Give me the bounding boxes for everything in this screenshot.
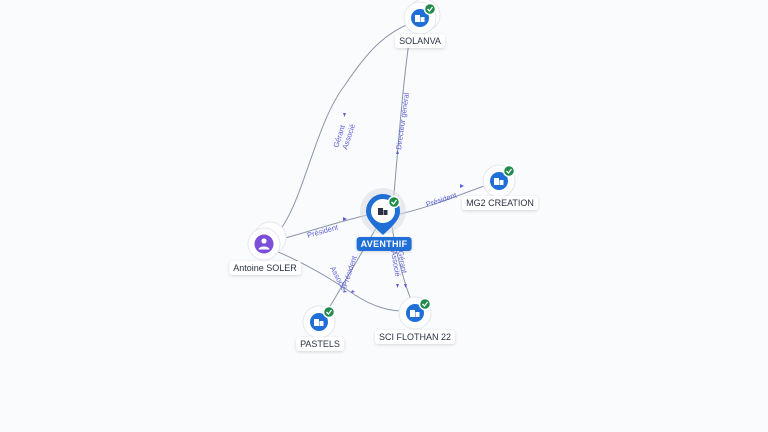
edges bbox=[263, 19, 497, 321]
edge-label-center-mg2: Président bbox=[425, 190, 459, 209]
edge-label-center-sci-2: Associé bbox=[389, 250, 402, 277]
node-pastels[interactable] bbox=[302, 305, 336, 339]
edge-label-center-sci-1: Gérant bbox=[396, 250, 409, 275]
node-label-mg2-creation[interactable]: MG2 CREATION bbox=[462, 196, 538, 210]
node-label-sci-flothan-22[interactable]: SCI FLOTHAN 22 bbox=[374, 330, 456, 344]
node-sci-flothan-22[interactable] bbox=[398, 296, 432, 330]
arrow-center-mg2 bbox=[460, 184, 464, 188]
check-badge-icon bbox=[387, 195, 401, 209]
edge-label-person-center: Président bbox=[306, 222, 340, 240]
building-icon bbox=[314, 319, 324, 326]
node-label-aventhif[interactable]: AVENTHIF bbox=[356, 237, 412, 251]
arrow-center-solanva bbox=[396, 150, 399, 154]
node-label-solanva[interactable]: SOLANVA bbox=[395, 34, 445, 48]
node-label-antoine-soler[interactable]: Antoine SOLER bbox=[229, 261, 301, 275]
check-badge-icon bbox=[418, 297, 432, 311]
arrow-person-center bbox=[343, 217, 347, 221]
arrow-center-sci bbox=[396, 284, 399, 288]
arrow-person-solanva bbox=[343, 113, 346, 117]
arrow-center-pastels-2 bbox=[351, 290, 355, 293]
building-icon bbox=[494, 178, 504, 185]
arrow-center-sci-2 bbox=[404, 284, 407, 288]
node-aventhif[interactable] bbox=[360, 188, 406, 235]
building-icon bbox=[410, 310, 420, 317]
node-label-pastels[interactable]: PASTELS bbox=[296, 337, 344, 351]
check-badge-icon bbox=[423, 2, 437, 16]
edge-label-center-solanva: Directeur général bbox=[394, 92, 411, 151]
node-antoine-soler[interactable] bbox=[247, 221, 287, 261]
node-mg2-creation[interactable] bbox=[482, 164, 516, 198]
building-icon bbox=[415, 15, 425, 22]
check-badge-icon bbox=[322, 305, 336, 319]
node-solanva[interactable] bbox=[403, 0, 441, 35]
edge-person-solanva[interactable] bbox=[263, 19, 421, 244]
building-icon bbox=[378, 208, 388, 215]
edge-center-solanva[interactable] bbox=[392, 34, 411, 206]
edge-arrows bbox=[343, 113, 464, 293]
person-icon bbox=[258, 238, 270, 250]
arrow-center-pastels bbox=[343, 290, 347, 293]
check-badge-icon bbox=[502, 164, 516, 178]
